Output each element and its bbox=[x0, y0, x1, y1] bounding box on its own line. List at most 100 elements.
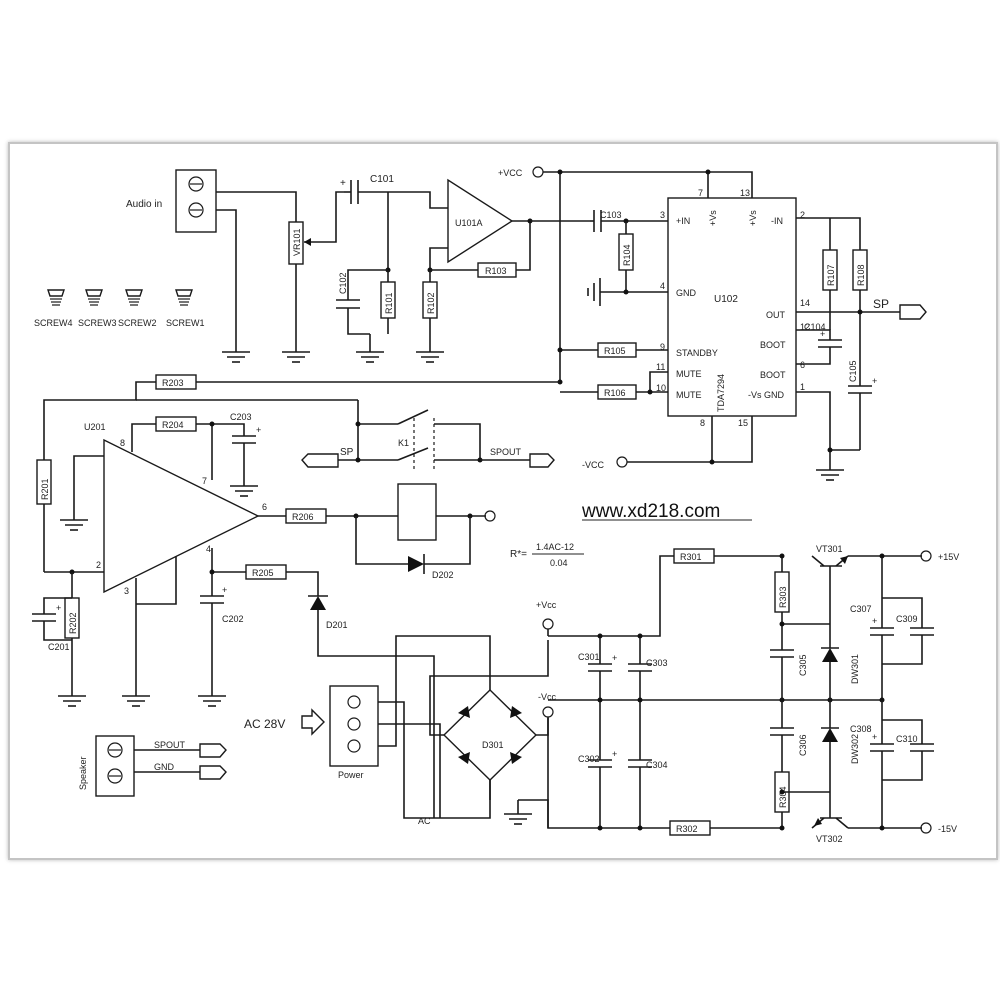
d201-diode bbox=[310, 596, 326, 610]
d301-label: D301 bbox=[482, 740, 504, 750]
dw301-label: DW301 bbox=[850, 654, 860, 684]
r103-label: R103 bbox=[485, 266, 507, 276]
power-supply-section: AC 28V Power AC D301 +Vcc -Vcc bbox=[244, 544, 959, 844]
u102-pin-in-p: +IN bbox=[676, 216, 690, 226]
svg-text:+: + bbox=[612, 749, 617, 759]
n15-label: -15V bbox=[938, 824, 957, 834]
svg-text:+: + bbox=[340, 178, 346, 189]
sp-net-label: SP bbox=[873, 297, 889, 311]
screw-label: SCREW2 bbox=[118, 318, 157, 328]
u102-pin-vs-gnd: -Vs GND bbox=[748, 390, 785, 400]
nvcc2-label: -Vcc bbox=[538, 692, 557, 702]
d301-bridge-rectifier bbox=[442, 689, 538, 781]
dw302-zener bbox=[822, 728, 838, 742]
u102-pin-out: OUT bbox=[766, 310, 786, 320]
relay-coil bbox=[397, 483, 437, 541]
u102-pin-vs2: +Vs bbox=[748, 210, 758, 226]
pin-number: 2 bbox=[800, 210, 805, 220]
c309-label: C309 bbox=[896, 614, 918, 624]
svg-text:+: + bbox=[872, 376, 877, 386]
r104-label: R104 bbox=[622, 244, 632, 266]
r203-label: R203 bbox=[162, 378, 184, 388]
website-url: www.xd218.com bbox=[581, 501, 720, 522]
screw-label: SCREW1 bbox=[166, 318, 205, 328]
formula-prefix: R*= bbox=[510, 549, 527, 560]
pin-number: 3 bbox=[660, 210, 665, 220]
spout2-net-label: SPOUT bbox=[490, 447, 522, 457]
d202-diode bbox=[408, 556, 424, 572]
r301-label: R301 bbox=[680, 552, 702, 562]
u102-pin-gnd: GND bbox=[676, 288, 697, 298]
c105-label: C105 bbox=[848, 360, 858, 382]
screws: SCREW4 SCREW3 SCREW2 SCREW1 bbox=[34, 289, 205, 328]
screw-label: SCREW3 bbox=[78, 318, 117, 328]
svg-text:+: + bbox=[872, 616, 877, 626]
audio-in-terminal-2 bbox=[188, 202, 204, 218]
pin-number: 4 bbox=[660, 281, 665, 291]
pin-number: 14 bbox=[800, 298, 810, 308]
speaker-label: Speaker bbox=[78, 756, 88, 790]
pin-number: 8 bbox=[120, 438, 125, 448]
u201-opamp bbox=[103, 438, 260, 594]
c305-label: C305 bbox=[798, 654, 808, 676]
pin-number: 8 bbox=[700, 418, 705, 428]
pin-number: 11 bbox=[656, 362, 665, 372]
spout-output-tag bbox=[529, 453, 555, 468]
pin-number: 3 bbox=[124, 586, 129, 596]
c302-label: C302 bbox=[578, 754, 600, 764]
svg-text:+: + bbox=[820, 329, 825, 339]
svg-text:+: + bbox=[56, 603, 61, 613]
c308-label: C308 bbox=[850, 724, 872, 734]
c101-label: C101 bbox=[370, 174, 394, 185]
c202-label: C202 bbox=[222, 614, 244, 624]
pin-number: 6 bbox=[800, 360, 805, 370]
r108-label: R108 bbox=[856, 264, 866, 286]
pin-number: 13 bbox=[740, 188, 750, 198]
r304-label: R304 bbox=[778, 786, 788, 808]
input-grounds bbox=[222, 351, 444, 363]
vr101-label: VR101 bbox=[292, 228, 302, 256]
audio-in-connector bbox=[175, 169, 217, 233]
pin-number: 4 bbox=[206, 544, 211, 554]
screw-label: SCREW4 bbox=[34, 318, 73, 328]
screw-icon bbox=[85, 289, 103, 306]
pvcc2-terminal bbox=[542, 618, 554, 630]
r302-label: R302 bbox=[676, 824, 698, 834]
sp-output-tag bbox=[899, 304, 927, 320]
ac-input-arrow bbox=[301, 708, 325, 736]
pin-number: 6 bbox=[262, 502, 267, 512]
nvcc-label: -VCC bbox=[582, 460, 604, 470]
vt302-label: VT302 bbox=[816, 834, 843, 844]
formula-numerator: 1.4AC-12 bbox=[536, 542, 574, 552]
r303-label: R303 bbox=[778, 586, 788, 608]
r106-label: R106 bbox=[604, 388, 626, 398]
pvcc2-label: +Vcc bbox=[536, 600, 557, 610]
u102-pin-vs1: +Vs bbox=[708, 210, 718, 226]
speaker-section: Speaker SPOUT GND bbox=[78, 735, 227, 797]
c201-label: C201 bbox=[48, 642, 70, 652]
pin-number: 7 bbox=[202, 476, 207, 486]
c304-label: C304 bbox=[646, 760, 668, 770]
gnd-label: GND bbox=[154, 762, 175, 772]
u201-label: U201 bbox=[84, 422, 106, 432]
pin-number: 9 bbox=[660, 342, 665, 352]
c303-label: C303 bbox=[646, 658, 668, 668]
audio-input-section: Audio in VR101 + C101 C102 R101 U101A bbox=[126, 169, 590, 352]
screw-icon bbox=[175, 289, 193, 306]
r102-label: R102 bbox=[426, 292, 436, 314]
ac-input-label: AC 28V bbox=[244, 717, 285, 731]
c102-label: C102 bbox=[338, 272, 348, 294]
u102-section: +VCC C103 R104 +IN -IN GND U102 OUT STAN… bbox=[498, 166, 927, 481]
d202-label: D202 bbox=[432, 570, 454, 580]
speaker-connector bbox=[95, 735, 135, 797]
screw-icon bbox=[47, 289, 65, 306]
nvcc-terminal bbox=[616, 456, 628, 468]
svg-text:+: + bbox=[612, 653, 617, 663]
vt302-transistor bbox=[811, 806, 849, 829]
u102-label: U102 bbox=[714, 294, 738, 305]
sp-input-tag bbox=[301, 453, 339, 468]
ac-node-label: AC bbox=[418, 816, 431, 826]
u201-section: R203 R201 U201 8 7 6 2 3 4 R204 + C203 bbox=[32, 374, 560, 818]
pin-number: 12 bbox=[800, 322, 810, 332]
